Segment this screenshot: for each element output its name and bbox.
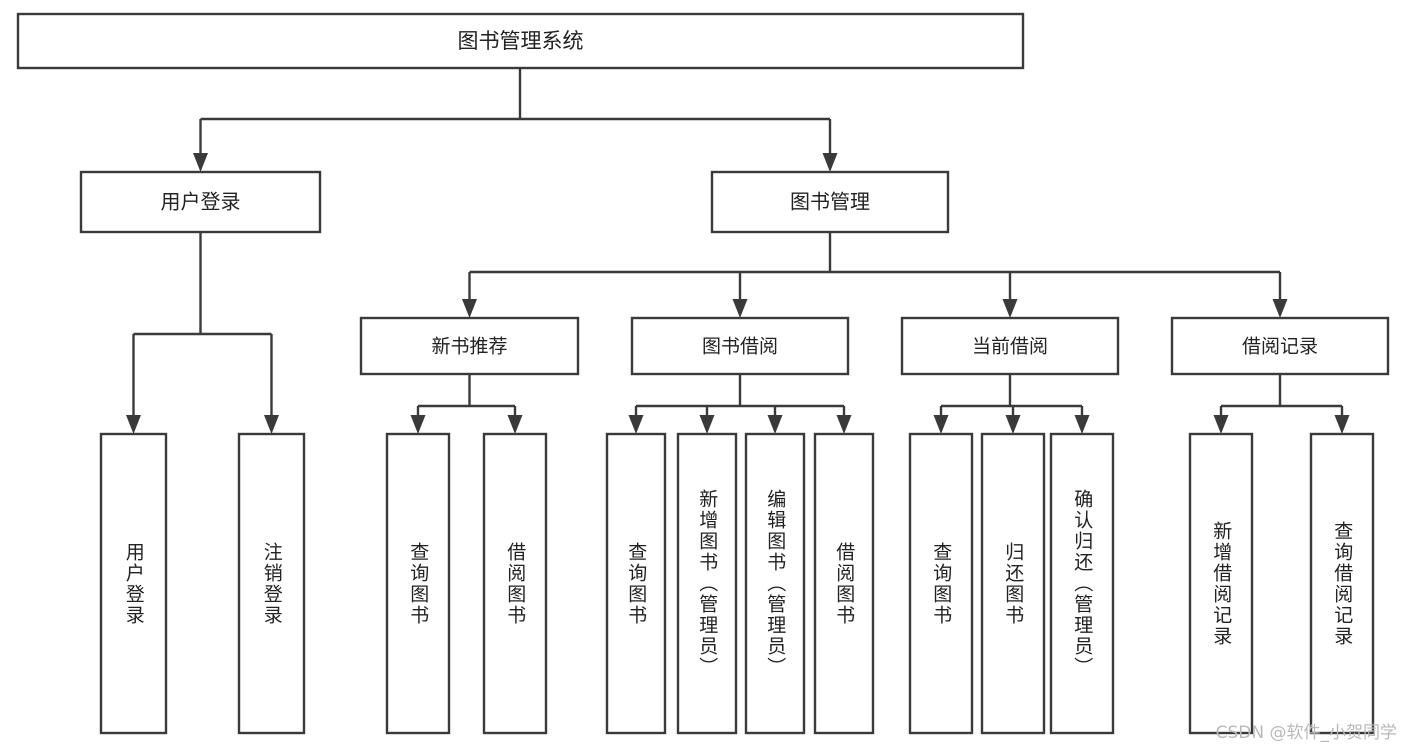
- level2-node-label: 借阅记录: [1242, 336, 1318, 358]
- leaf-node-leaf-borrow-book-rec[interactable]: [482, 432, 548, 735]
- arrow-down-icon-current-borrow-0: [933, 415, 949, 434]
- arrow-down-icon-current-borrow-2: [1074, 415, 1090, 434]
- level2-node-book-borrow[interactable]: [630, 316, 850, 376]
- arrow-down-icon-l2-2: [1002, 299, 1018, 318]
- arrow-down-icon-borrow-record-0: [1213, 415, 1229, 434]
- level1-node-label: 用户登录: [161, 190, 241, 214]
- arrow-down-icon-book-borrow-2: [767, 415, 783, 434]
- leaf-box[interactable]: [1309, 432, 1375, 735]
- root-node-label: 图书管理系统: [458, 29, 584, 53]
- arrow-down-icon-userleaf-1: [264, 415, 279, 434]
- level2-node-label: 图书借阅: [702, 336, 778, 358]
- leaf-node-leaf-logout[interactable]: [237, 432, 306, 735]
- leaf-node-leaf-add-book[interactable]: [676, 432, 738, 735]
- leaf-box[interactable]: [1049, 432, 1115, 735]
- level2-node-label: 新书推荐: [431, 336, 507, 358]
- leaf-box[interactable]: [482, 432, 548, 735]
- level1-node-label: 图书管理: [790, 190, 870, 214]
- leaf-box[interactable]: [605, 432, 667, 735]
- leaf-node-leaf-confirm-return[interactable]: [1049, 432, 1115, 735]
- leaf-node-leaf-query-book[interactable]: [605, 432, 667, 735]
- leaf-node-leaf-query-book-cur[interactable]: [908, 432, 974, 735]
- box-layer: [16, 12, 1390, 735]
- leaf-box[interactable]: [908, 432, 974, 735]
- leaf-box[interactable]: [385, 432, 451, 735]
- leaf-node-leaf-user-login[interactable]: [99, 432, 168, 735]
- leaf-box[interactable]: [744, 432, 806, 735]
- leaf-box[interactable]: [676, 432, 738, 735]
- connector-layer: [126, 68, 1350, 434]
- arrow-down-icon-book-borrow-1: [699, 415, 715, 434]
- arrow-down-icon-l2-0: [462, 299, 477, 318]
- level1-node-user-login[interactable]: [79, 170, 322, 234]
- arrow-down-icon-l1-0: [193, 153, 208, 172]
- leaf-node-leaf-add-borrow-record[interactable]: [1188, 432, 1254, 735]
- level1-node-book-manage[interactable]: [710, 170, 950, 234]
- leaf-node-leaf-borrow-book[interactable]: [813, 432, 875, 735]
- leaf-box[interactable]: [980, 432, 1046, 735]
- level2-node-box[interactable]: [1170, 316, 1390, 376]
- arrow-down-icon-borrow-record-1: [1334, 415, 1350, 434]
- level1-node-box[interactable]: [79, 170, 322, 234]
- leaf-box[interactable]: [1188, 432, 1254, 735]
- level2-node-label: 当前借阅: [972, 336, 1048, 358]
- level2-node-box[interactable]: [900, 316, 1120, 376]
- arrow-down-icon-l1-1: [822, 153, 838, 172]
- arrow-down-icon-l2-1: [732, 299, 748, 318]
- leaf-box[interactable]: [813, 432, 875, 735]
- leaf-box[interactable]: [237, 432, 306, 735]
- watermark-text: CSDN @软件_小贺同学: [1215, 723, 1397, 743]
- arrow-down-icon-new-book-rec-0: [410, 415, 426, 434]
- arrow-down-icon-new-book-rec-1: [507, 415, 523, 434]
- root-node-root[interactable]: [16, 12, 1025, 70]
- arrow-down-icon-book-borrow-3: [836, 415, 852, 434]
- leaf-node-leaf-query-book-rec[interactable]: [385, 432, 451, 735]
- level2-node-borrow-record[interactable]: [1170, 316, 1390, 376]
- arrow-down-icon-l2-3: [1272, 299, 1288, 318]
- root-node-box[interactable]: [16, 12, 1025, 70]
- arrow-down-icon-current-borrow-1: [1005, 415, 1021, 434]
- level1-node-box[interactable]: [710, 170, 950, 234]
- leaf-node-leaf-query-borrow-record[interactable]: [1309, 432, 1375, 735]
- level2-node-current-borrow[interactable]: [900, 316, 1120, 376]
- level2-node-box[interactable]: [630, 316, 850, 376]
- level2-node-new-book-rec[interactable]: [359, 316, 580, 376]
- leaf-node-leaf-return-book[interactable]: [980, 432, 1046, 735]
- leaf-box[interactable]: [99, 432, 168, 735]
- arrow-down-icon-book-borrow-0: [628, 415, 644, 434]
- arrow-down-icon-userleaf-0: [126, 415, 141, 434]
- leaf-node-leaf-edit-book[interactable]: [744, 432, 806, 735]
- level2-node-box[interactable]: [359, 316, 580, 376]
